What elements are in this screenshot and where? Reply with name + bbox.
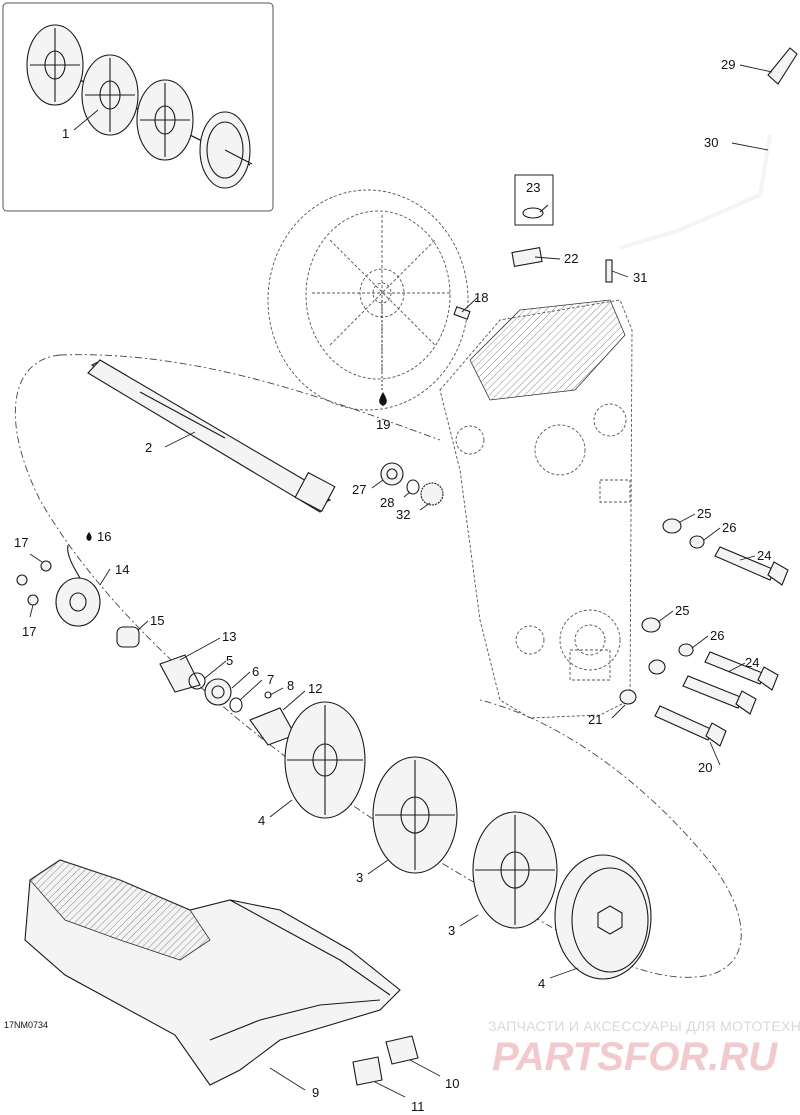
callout-8: 8 (287, 678, 294, 693)
drawing-code: 17NM0734 (4, 1020, 48, 1030)
callout-7: 7 (267, 672, 274, 687)
track-clips (352, 1035, 419, 1086)
watermark-tagline: ЗАПЧАСТИ И АКСЕССУАРЫ ДЛЯ МОТОТЕХНИКИ (488, 1018, 800, 1034)
callout-12: 12 (308, 681, 322, 696)
callout-25: 25 (697, 506, 711, 521)
callout-26: 26 (722, 520, 736, 535)
inset-assembly (2, 2, 274, 212)
callout-10: 10 (445, 1076, 459, 1091)
callout-3: 3 (448, 923, 455, 938)
callout-19: 19 (376, 417, 390, 432)
callout-32: 32 (396, 507, 410, 522)
leader-lines (29, 64, 773, 1098)
callout-11: 11 (411, 1099, 425, 1114)
drive-shaft (87, 359, 336, 513)
sprockets (284, 701, 652, 980)
callout-20: 20 (698, 760, 712, 775)
callout-21: 21 (588, 712, 602, 727)
small-parts (379, 174, 554, 506)
drive-axle-assembly-art (26, 24, 253, 189)
callout-26: 26 (710, 628, 724, 643)
callout-25: 25 (675, 603, 689, 618)
callout-4: 4 (538, 976, 545, 991)
callout-4: 4 (258, 813, 265, 828)
callout-6: 6 (252, 664, 259, 679)
bearing-assembly (16, 532, 296, 746)
callout-5: 5 (226, 653, 233, 668)
callout-28: 28 (380, 495, 394, 510)
shift-lever (605, 47, 798, 283)
callout-18: 18 (474, 290, 488, 305)
callout-24: 24 (745, 655, 759, 670)
gearbox-housing (439, 299, 633, 719)
callout-14: 14 (115, 562, 129, 577)
callout-24: 24 (757, 548, 771, 563)
callout-30: 30 (704, 135, 718, 150)
callout-2: 2 (145, 440, 152, 455)
callout-29: 29 (721, 57, 735, 72)
callout-22: 22 (564, 251, 578, 266)
callout-1: 1 (62, 126, 69, 141)
callout-17: 17 (22, 624, 36, 639)
callout-15: 15 (150, 613, 164, 628)
drive-pulley-ghost (267, 189, 469, 411)
callout-labels: 1 2 3 3 4 4 5 6 7 8 9 10 11 12 13 14 15 … (14, 57, 771, 1114)
callout-31: 31 (633, 270, 647, 285)
callout-17: 17 (14, 535, 28, 550)
watermark: ЗАПЧАСТИ И АКСЕССУАРЫ ДЛЯ МОТОТЕХНИКИ PA… (488, 1018, 800, 1079)
callout-13: 13 (222, 629, 236, 644)
callout-9: 9 (312, 1085, 319, 1100)
callout-23: 23 (526, 180, 540, 195)
watermark-brand: PARTSFOR.RU (492, 1035, 778, 1079)
callout-27: 27 (352, 482, 366, 497)
callout-16: 16 (97, 529, 111, 544)
track-belt (24, 859, 401, 1086)
callout-3: 3 (356, 870, 363, 885)
